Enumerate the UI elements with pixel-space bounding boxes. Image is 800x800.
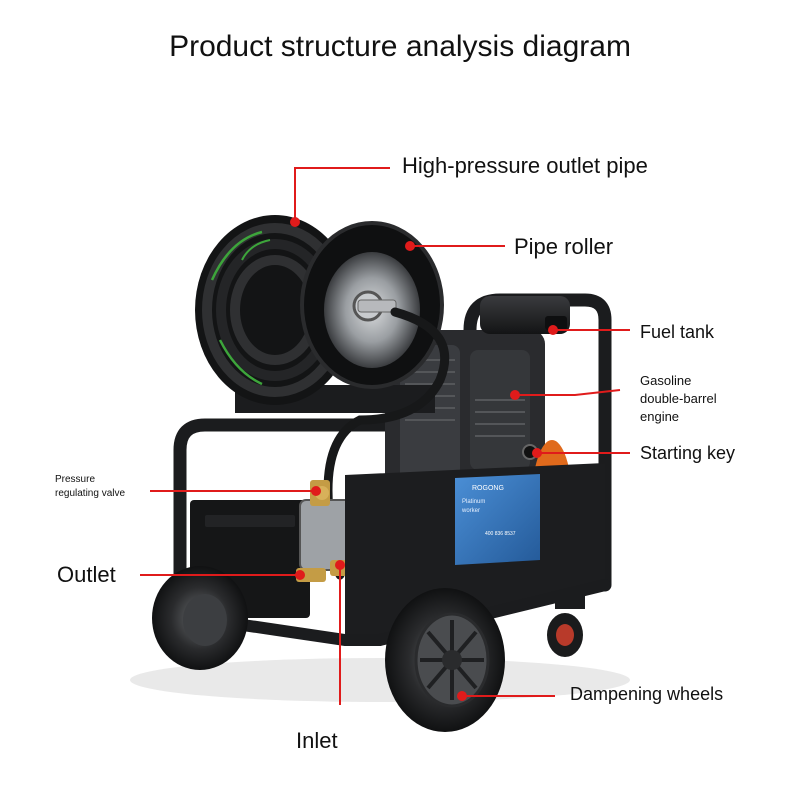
label-engine-line3: engine bbox=[640, 409, 680, 424]
dot-starting-key bbox=[532, 448, 542, 458]
label-outlet: Outlet bbox=[57, 562, 116, 587]
dot-inlet bbox=[335, 560, 345, 570]
callout-line-outlet-pipe bbox=[294, 167, 390, 222]
dot-fuel-tank bbox=[548, 325, 558, 335]
caster-wheel bbox=[547, 595, 585, 657]
label-fuel-tank: Fuel tank bbox=[640, 322, 715, 342]
rear-frame-tube bbox=[173, 418, 477, 637]
panel-line2: worker bbox=[461, 508, 480, 514]
label-dampening-wheels: Dampening wheels bbox=[570, 684, 724, 704]
label-engine: Gasoline double-barrel engine bbox=[640, 372, 717, 426]
callout-line-engine bbox=[515, 389, 621, 396]
label-engine-line2: double-barrel bbox=[640, 391, 717, 406]
label-engine-line1: Gasoline bbox=[640, 373, 692, 388]
dot-pipe-roller bbox=[405, 241, 415, 251]
pipe-roller bbox=[195, 215, 444, 413]
label-starting-key: Starting key bbox=[640, 443, 736, 463]
dot-outlet-pipe bbox=[290, 217, 300, 227]
dot-engine bbox=[510, 390, 520, 400]
label-pressure-line1: Pressure bbox=[55, 474, 96, 485]
dot-outlet bbox=[295, 570, 305, 580]
front-wheel bbox=[385, 588, 505, 732]
page-title: Product structure analysis diagram bbox=[169, 30, 631, 63]
callout-dots bbox=[290, 217, 558, 701]
ground-shadow bbox=[130, 658, 630, 702]
dot-wheels bbox=[457, 691, 467, 701]
label-pressure-line2: regulating valve bbox=[55, 488, 126, 499]
panel-footer: 400 836 8537 bbox=[485, 531, 516, 537]
callout-lines bbox=[140, 167, 630, 705]
brand-panel: ROGONG Platinum worker 400 836 8537 bbox=[455, 474, 540, 565]
panel-line1: Platinum bbox=[462, 499, 485, 505]
label-high-pressure-outlet-pipe: High-pressure outlet pipe bbox=[402, 153, 648, 178]
label-pressure-regulating-valve: Pressure regulating valve bbox=[55, 473, 125, 501]
left-wheel bbox=[152, 566, 248, 670]
dot-pressure-valve bbox=[311, 486, 321, 496]
panel-brand: ROGONG bbox=[472, 485, 504, 492]
label-pipe-roller: Pipe roller bbox=[514, 234, 614, 259]
label-inlet: Inlet bbox=[296, 728, 338, 753]
base-frame-tube bbox=[169, 579, 611, 646]
